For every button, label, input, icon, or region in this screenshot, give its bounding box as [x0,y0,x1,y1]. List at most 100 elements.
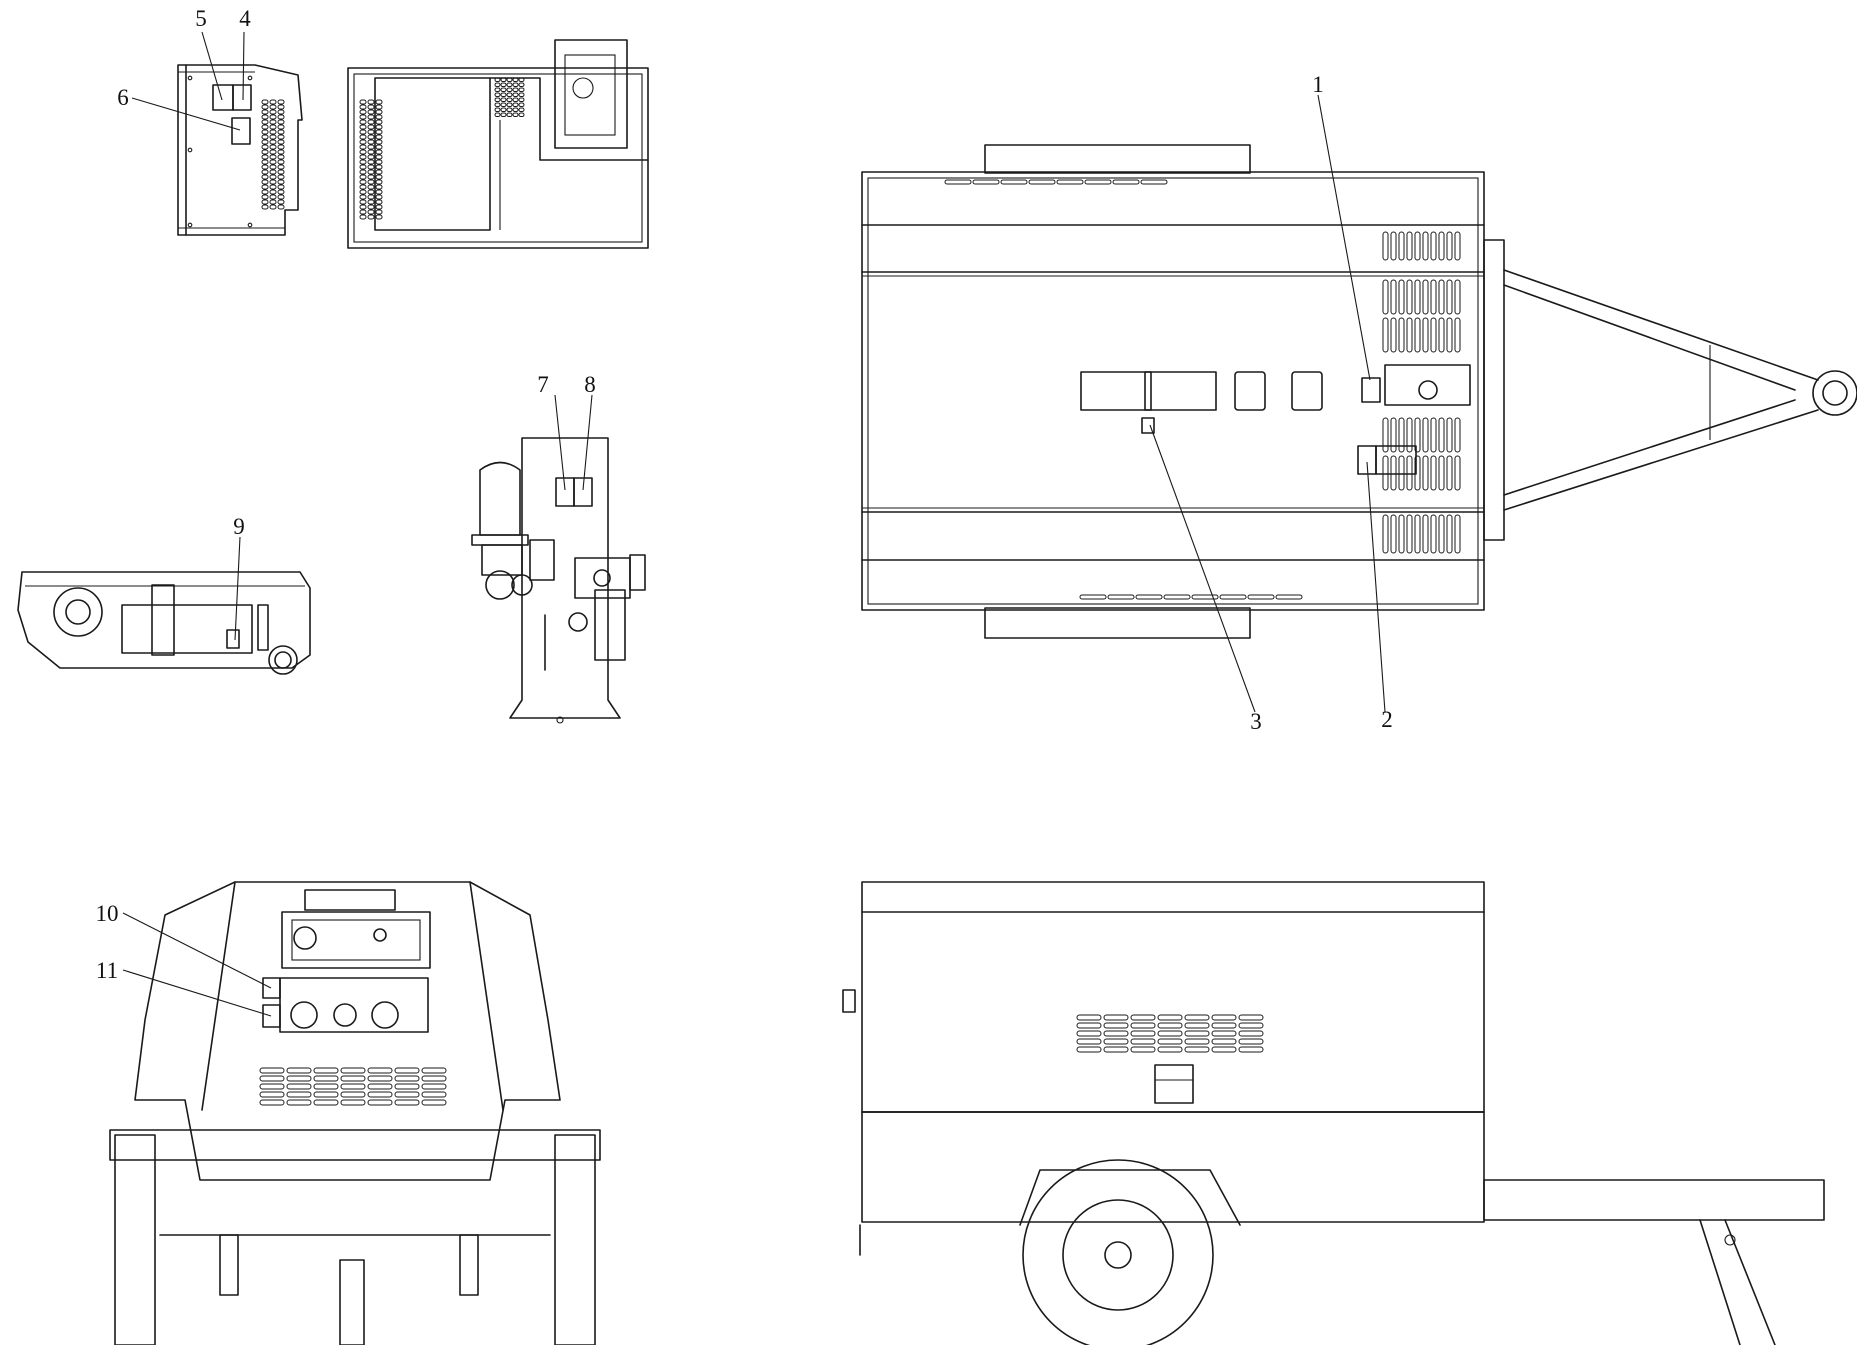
vent-slot [1414,514,1421,554]
vent-slot [269,159,277,165]
vent-slot [375,124,383,130]
vent-slot [375,109,383,115]
vent-slot [1211,1014,1237,1021]
callout-3: 3 [1250,709,1262,734]
vent-slot [375,204,383,210]
vent-slot [421,1067,447,1074]
vent-slot [277,204,285,210]
vent-slot [506,97,513,102]
callout-6: 6 [117,85,129,110]
vent-slot [261,194,269,200]
vent-slot [367,1075,393,1082]
vent-slot [1454,279,1461,315]
vent-slot [269,129,277,135]
vent-slot [494,87,501,92]
vent-slot [261,169,269,175]
vent-slot [340,1091,366,1098]
vent-slot [972,179,1000,185]
vent-slot [1238,1046,1264,1053]
vent-slot [500,102,507,107]
vent-slot [1414,231,1421,261]
vent-slot [367,174,375,180]
vent-slot [367,159,375,165]
vent-slot [375,144,383,150]
vent-slot [1184,1038,1210,1045]
vent-slot [1446,455,1453,491]
vent-slot [367,179,375,185]
vent-slot [1382,417,1389,453]
vent-slot [1184,1014,1210,1021]
vent-slot [1390,231,1397,261]
vent-slot [375,159,383,165]
vent-slot [269,184,277,190]
vent-slot [1414,317,1421,353]
vent-slot [375,199,383,205]
vent-slot [1446,279,1453,315]
vent-slot [1422,231,1429,261]
vent-slot [277,139,285,145]
vent-slot [1211,1022,1237,1029]
vent-slot [359,139,367,145]
vent-slot [277,119,285,125]
vent-slot [367,1083,393,1090]
vent-slot [1140,179,1168,185]
vent-slot [261,154,269,160]
vent-slot [1191,594,1219,600]
label-5-area [212,84,234,111]
vent-slot [375,129,383,135]
vent-slot [359,164,367,170]
vent-slot [269,199,277,205]
vent-slot [261,189,269,195]
vent-slot [367,99,375,105]
vent-slot [506,112,513,117]
vent-slot [1382,279,1389,315]
vent-slot [1390,514,1397,554]
vent-slot [261,149,269,155]
vent-slot [367,169,375,175]
vent-slot [367,119,375,125]
vent-slot [269,109,277,115]
label-8-area [573,477,593,507]
vent-slot [518,82,525,87]
vent-slot [1446,231,1453,261]
vent-slot [1438,455,1445,491]
vent-slot [375,209,383,215]
vent-slot [1414,279,1421,315]
fuel-tank-view [17,571,311,675]
vent-slot [375,194,383,200]
vent-slot [494,107,501,112]
vent-slot [1130,1038,1156,1045]
vent-slot [375,189,383,195]
vent-slot [1163,594,1191,600]
vent-slot [512,97,519,102]
vent-slot [277,99,285,105]
vent-slot [367,124,375,130]
label-9-area [226,629,240,649]
vent-slot [367,189,375,195]
vent-slot [506,107,513,112]
vent-slot [367,129,375,135]
vent-slot [421,1083,447,1090]
vent-slot [1219,594,1247,600]
vent-slot [506,82,513,87]
callout-4: 4 [239,6,251,31]
vent-slot [313,1099,339,1106]
vent-slot [269,204,277,210]
vent-slot [277,169,285,175]
separator-tank-view [471,437,646,724]
vent-slot [1438,231,1445,261]
vent-slot [269,179,277,185]
vent-slot [269,189,277,195]
vent-slot [367,139,375,145]
vent-slot [1275,594,1303,600]
vent-slot [277,174,285,180]
vent-slot [1130,1030,1156,1037]
vent-slot [1238,1030,1264,1037]
vent-slot [512,87,519,92]
vent-slot [1398,279,1405,315]
vent-slot [261,104,269,110]
vent-slot [1157,1038,1183,1045]
vent-slot [500,97,507,102]
vent-slot [494,77,501,82]
vent-slot [359,99,367,105]
